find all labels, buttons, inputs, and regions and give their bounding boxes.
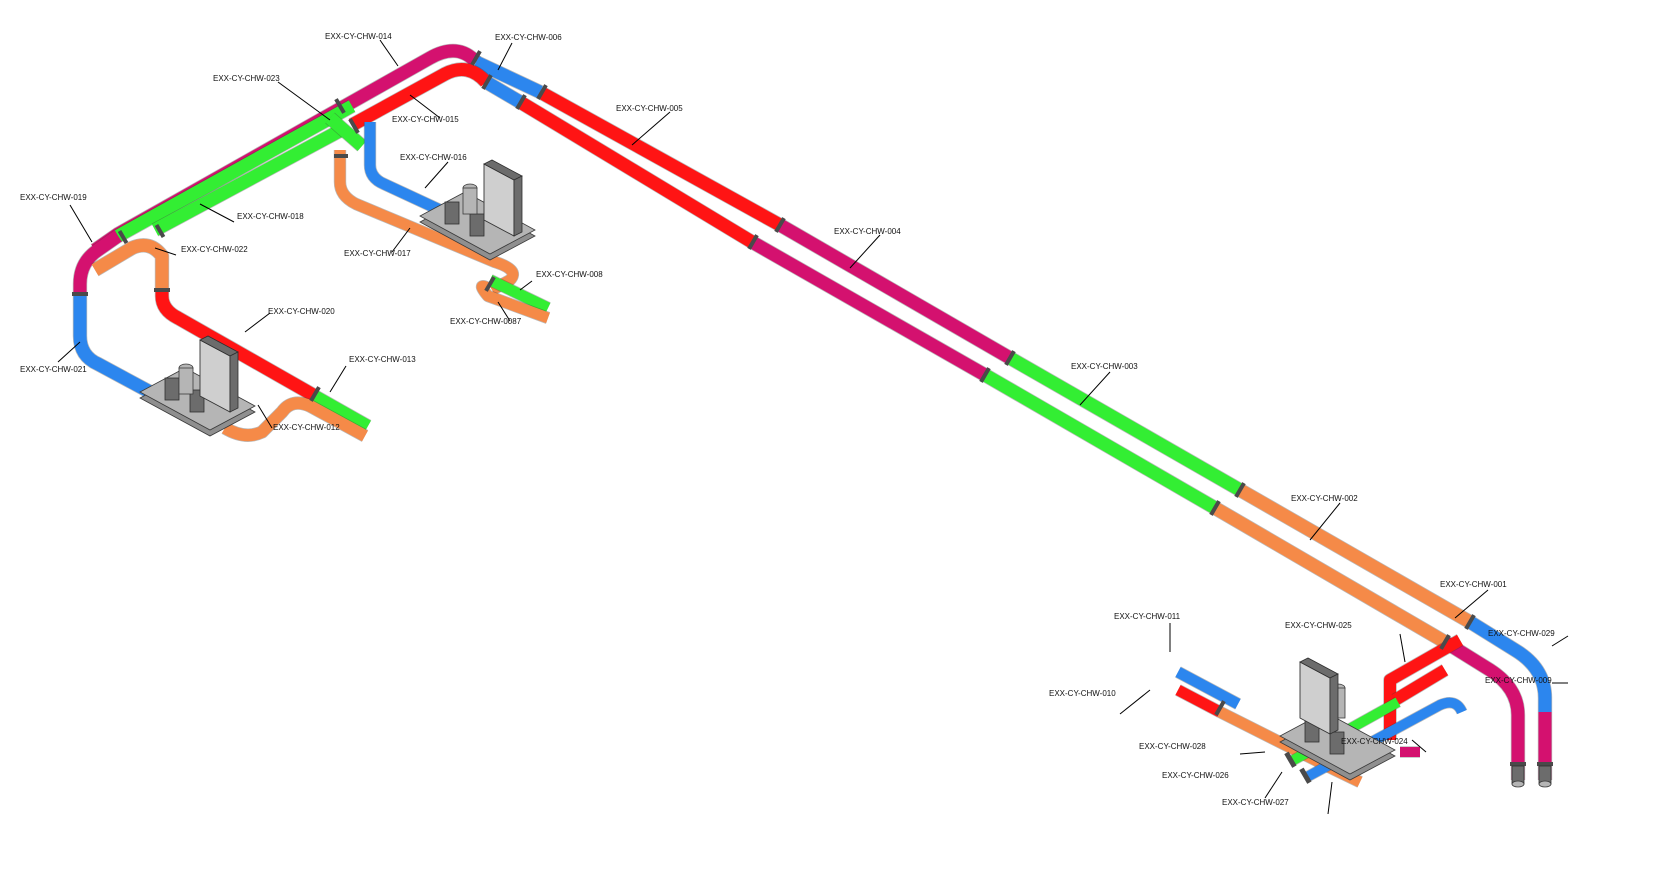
- pipe-segment-001[interactable]: [1466, 616, 1552, 712]
- pipe-couplings: [72, 50, 1553, 784]
- pipe-segment-0087[interactable]: [476, 280, 550, 324]
- label-004: EXX-CY-CHW-004: [834, 227, 901, 236]
- pipe-segment-016[interactable]: [364, 122, 443, 215]
- label-009: EXX-CY-CHW-009: [1485, 676, 1552, 685]
- label-020: EXX-CY-CHW-020: [268, 307, 335, 316]
- label-014: EXX-CY-CHW-014: [325, 32, 392, 41]
- riser-pump-stands: [1511, 765, 1552, 788]
- label-008: EXX-CY-CHW-008: [536, 270, 603, 279]
- pipe-segment-025b[interactable]: [1391, 664, 1449, 706]
- pipe-segment-002b[interactable]: [1211, 502, 1449, 648]
- pipe-segment-017[interactable]: [334, 150, 519, 295]
- pipe-segment-020[interactable]: [155, 289, 319, 402]
- pipe-segment-015[interactable]: [348, 63, 491, 131]
- pipe-tee-023[interactable]: [325, 113, 367, 151]
- pipe-segment-014[interactable]: [91, 44, 481, 256]
- label-019: EXX-CY-CHW-019: [20, 193, 87, 202]
- label-015: EXX-CY-CHW-015: [392, 115, 459, 124]
- label-012: EXX-CY-CHW-012: [273, 423, 340, 432]
- label-025: EXX-CY-CHW-025: [1285, 621, 1352, 630]
- pipe-segment-004b[interactable]: [748, 236, 989, 381]
- pipe-segment-006b[interactable]: [482, 76, 524, 108]
- pipe-segment-023[interactable]: [114, 100, 356, 242]
- pipe-segment-006[interactable]: [473, 56, 543, 98]
- pipe-segment-010[interactable]: [1175, 685, 1223, 717]
- label-003: EXX-CY-CHW-003: [1071, 362, 1138, 371]
- label-011: EXX-CY-CHW-011: [1114, 612, 1181, 621]
- pipe-labels: EXX-CY-CHW-014 EXX-CY-CHW-006 EXX-CY-CHW…: [20, 32, 1555, 807]
- pipe-segment-004[interactable]: [776, 219, 1014, 364]
- label-001: EXX-CY-CHW-001: [1440, 580, 1507, 589]
- label-023: EXX-CY-CHW-023: [213, 74, 280, 83]
- pipe-segment-003[interactable]: [1006, 352, 1244, 496]
- label-006: EXX-CY-CHW-006: [495, 33, 562, 42]
- label-026: EXX-CY-CHW-026: [1162, 771, 1229, 780]
- label-013: EXX-CY-CHW-013: [349, 355, 416, 364]
- label-010: EXX-CY-CHW-010: [1049, 689, 1116, 698]
- label-029: EXX-CY-CHW-029: [1488, 629, 1555, 638]
- label-028: EXX-CY-CHW-028: [1139, 742, 1206, 751]
- pipe-segment-021[interactable]: [73, 296, 154, 398]
- pipe-segment-011[interactable]: [1175, 667, 1241, 709]
- pump-skid-left: [139, 335, 256, 437]
- pipe-segment-013[interactable]: [312, 390, 371, 432]
- label-018: EXX-CY-CHW-018: [237, 212, 304, 221]
- label-016: EXX-CY-CHW-016: [400, 153, 467, 162]
- pump-skid-middle: [419, 159, 536, 261]
- label-027: EXX-CY-CHW-027: [1222, 798, 1289, 807]
- pipe-segment-029[interactable]: [1441, 636, 1525, 780]
- pipe-segment-008[interactable]: [487, 275, 551, 313]
- label-017: EXX-CY-CHW-017: [344, 249, 411, 258]
- pipe-network: [72, 43, 1553, 788]
- label-leaders: [57, 39, 1569, 815]
- label-002: EXX-CY-CHW-002: [1291, 494, 1358, 503]
- pipe-segment-022[interactable]: [91, 238, 169, 290]
- pump-skid-right: [1279, 657, 1396, 781]
- label-022: EXX-CY-CHW-022: [181, 245, 248, 254]
- label-0087: EXX-CY-CHW-0087: [450, 317, 522, 326]
- label-005: EXX-CY-CHW-005: [616, 104, 683, 113]
- pipe-segment-025[interactable]: [1384, 634, 1463, 740]
- pipe-segment-019[interactable]: [73, 230, 122, 296]
- pipe-segment-005[interactable]: [536, 86, 784, 231]
- pipe-segment-026[interactable]: [1302, 697, 1467, 783]
- label-024: EXX-CY-CHW-024: [1341, 737, 1408, 746]
- pipe-segment-012[interactable]: [221, 397, 368, 442]
- pipe-segment-005b[interactable]: [516, 96, 756, 248]
- pipe-segment-018[interactable]: [151, 122, 349, 236]
- pipe-segment-002[interactable]: [1236, 484, 1474, 628]
- pipe-segment-003b[interactable]: [981, 369, 1219, 514]
- label-021: EXX-CY-CHW-021: [20, 365, 87, 374]
